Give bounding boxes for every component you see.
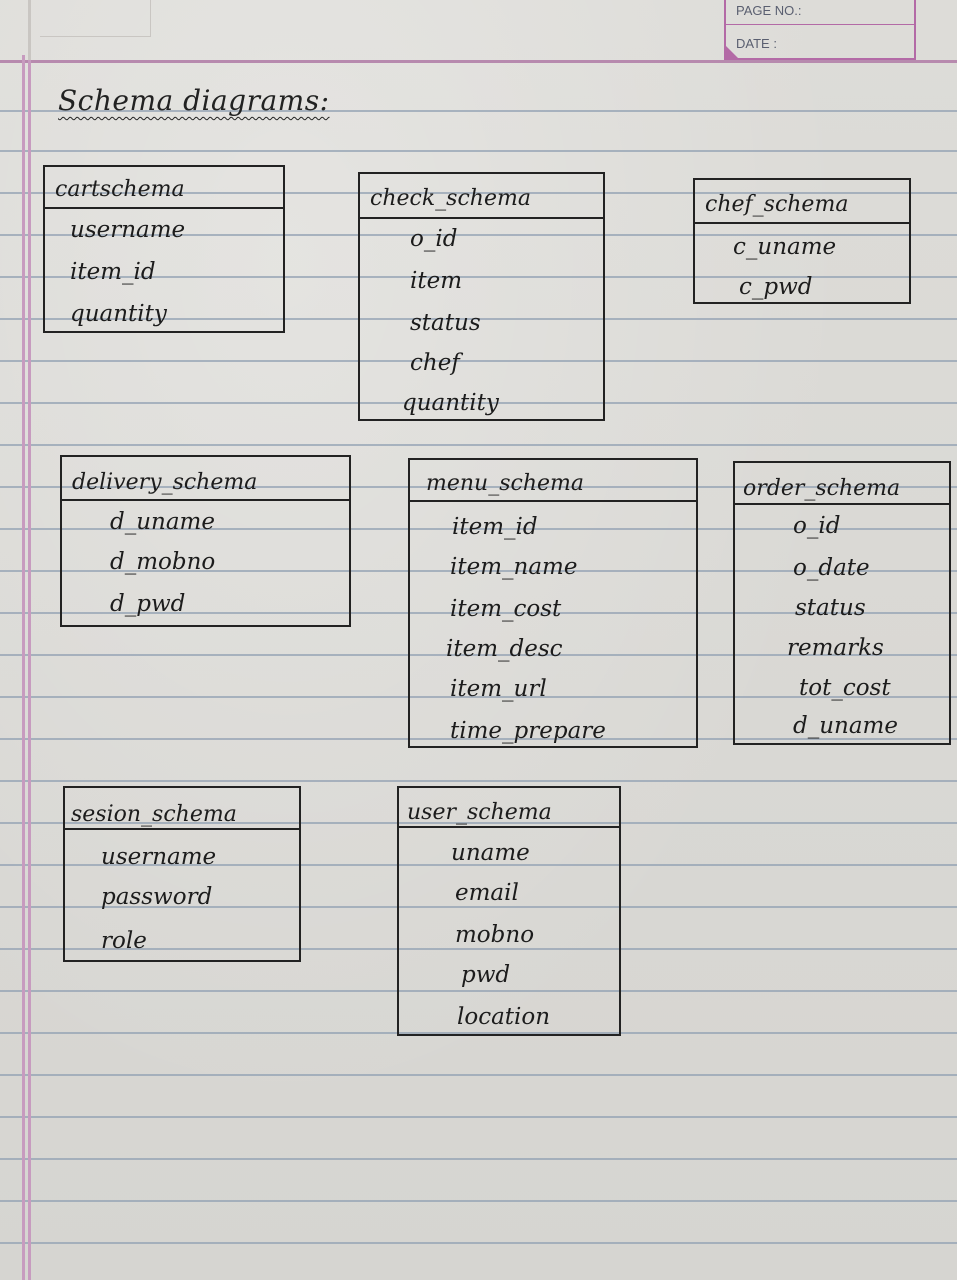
ruled-line (0, 822, 957, 824)
page-no-label: PAGE NO.: (736, 3, 802, 18)
ruled-line (0, 360, 957, 362)
table-name: chef_schema (695, 180, 909, 224)
table-name: user_schema (399, 788, 619, 828)
table-field: quantity (402, 390, 499, 416)
ruled-line (0, 990, 957, 992)
top-margin-stub (28, 0, 31, 60)
table-menu-schema: menu_schema item_id item_name item_cost … (408, 458, 698, 748)
ruled-line (0, 780, 957, 782)
ruled-line (0, 1200, 957, 1202)
table-name: delivery_schema (62, 457, 349, 501)
table-field: o_date (793, 555, 870, 581)
table-field: item_id (452, 514, 538, 540)
table-field: o_id (410, 226, 458, 252)
table-field: item_cost (450, 596, 562, 622)
ruled-line (0, 1158, 957, 1160)
ruled-line (0, 948, 957, 950)
table-chef-schema: chef_schema c_uname c_pwd (693, 178, 911, 304)
table-field: item_id (70, 259, 156, 285)
page-date-divider (726, 24, 914, 25)
table-name: sesion_schema (65, 788, 299, 830)
ruled-line (0, 1242, 957, 1244)
table-field: chef (410, 350, 460, 376)
ruled-line (0, 150, 957, 152)
table-order-schema: order_schema o_id o_date status remarks … (733, 461, 951, 745)
table-check-schema: check_schema o_id item status chef quant… (358, 172, 605, 421)
table-field: c_pwd (739, 274, 813, 300)
table-field: item_name (450, 554, 578, 580)
table-field: remarks (787, 635, 884, 661)
ruled-line (0, 486, 957, 488)
table-field: uname (451, 840, 530, 866)
table-field: pwd (461, 962, 511, 988)
date-label: DATE : (736, 36, 777, 51)
table-sesion-schema: sesion_schema username password role (63, 786, 301, 962)
ruled-line (0, 318, 957, 320)
table-field: d_uname (110, 509, 215, 535)
page-date-box: PAGE NO.: DATE : (724, 0, 916, 60)
table-delivery-schema: delivery_schema d_uname d_mobno d_pwd (60, 455, 351, 627)
ruled-line (0, 612, 957, 614)
table-name: cartschema (45, 167, 283, 209)
ruled-line (0, 234, 957, 236)
table-field: item (410, 268, 463, 294)
table-field: status (795, 595, 866, 621)
table-field: c_uname (733, 234, 837, 260)
ruled-line (0, 402, 957, 404)
corner-triangle (726, 46, 738, 58)
ruled-line (0, 738, 957, 740)
table-field: username (101, 844, 217, 870)
ruled-line (0, 276, 957, 278)
ruled-line (0, 906, 957, 908)
ruled-line (0, 444, 957, 446)
table-field: time_prepare (450, 718, 606, 744)
page-title: Schema diagrams: (58, 84, 330, 117)
table-name: check_schema (360, 174, 603, 219)
ruled-line (0, 528, 957, 530)
ruled-line (0, 192, 957, 194)
table-field: password (101, 884, 213, 910)
faint-stamp (40, 0, 151, 37)
table-field: d_mobno (110, 549, 216, 575)
margin-line (28, 55, 31, 1280)
table-field: tot_cost (799, 675, 891, 701)
table-name: menu_schema (410, 460, 696, 502)
table-field: item_desc (446, 636, 563, 662)
ruled-line (0, 696, 957, 698)
ruled-line (0, 1032, 957, 1034)
table-field: status (410, 310, 481, 336)
ruled-line (0, 110, 957, 112)
ruled-line (0, 1074, 957, 1076)
table-field: email (455, 880, 519, 906)
table-field: location (457, 1004, 551, 1030)
ruled-line (0, 1116, 957, 1118)
table-field: item_url (450, 676, 547, 702)
table-name: order_schema (735, 463, 949, 505)
margin-line (22, 55, 25, 1280)
table-field: mobno (455, 922, 535, 948)
table-field: quantity (70, 301, 167, 327)
table-user-schema: user_schema uname email mobno pwd locati… (397, 786, 621, 1036)
table-field: username (70, 217, 186, 243)
ruled-line (0, 570, 957, 572)
table-cartschema: cartschema username item_id quantity (43, 165, 285, 333)
table-field: role (101, 928, 147, 954)
ruled-line (0, 654, 957, 656)
ruled-line (0, 864, 957, 866)
table-field: d_uname (793, 713, 898, 739)
table-field: o_id (793, 513, 841, 539)
table-field: d_pwd (110, 591, 186, 617)
page-top-rule (0, 60, 957, 63)
